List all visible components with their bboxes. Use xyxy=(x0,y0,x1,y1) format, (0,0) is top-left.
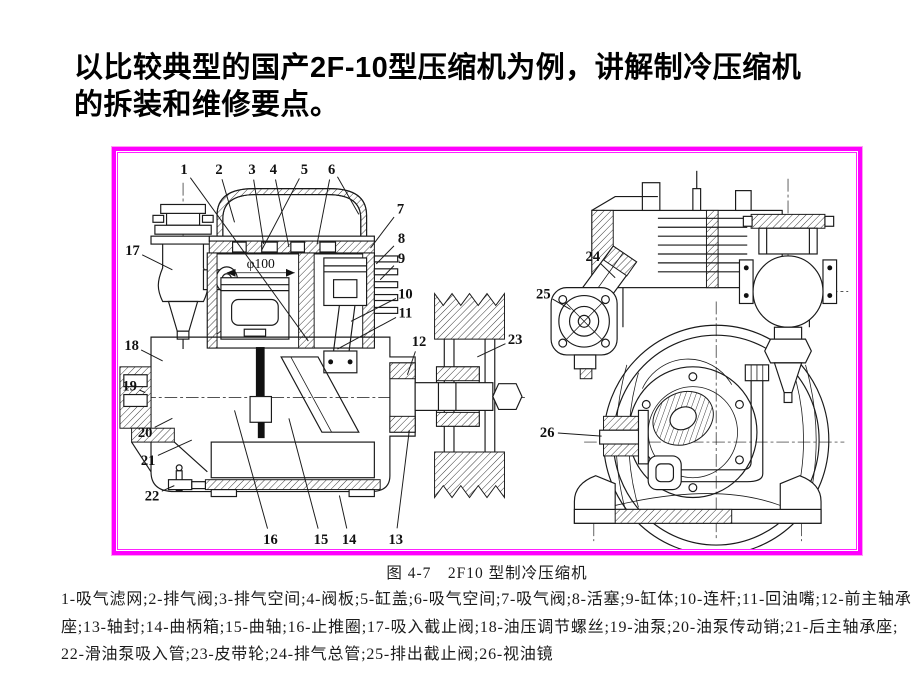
belt-pulley-section xyxy=(434,292,505,500)
callout-extra-leader-0 xyxy=(337,176,360,215)
callout-leader-7 xyxy=(370,216,395,249)
piston xyxy=(220,277,290,340)
callout-number-13: 13 xyxy=(388,532,403,548)
callout-leader-22 xyxy=(161,485,175,492)
callout-number-21: 21 xyxy=(141,453,156,469)
callout-leader-13 xyxy=(396,430,410,529)
callout-leader-11 xyxy=(337,317,397,350)
callout-leader-26 xyxy=(557,432,602,437)
discharge-stop-valve xyxy=(550,287,618,380)
sectional-view: φ100 xyxy=(119,182,526,500)
callout-leader-8 xyxy=(375,245,395,265)
callout-leader-18 xyxy=(140,349,163,362)
callout-number-4: 4 xyxy=(270,162,278,178)
callout-leader-21 xyxy=(157,439,192,456)
callout-leader-20 xyxy=(154,417,173,428)
legend-line-1: 1-吸气滤网;2-排气阀;3-排气空间;4-阀板;5-缸盖;6-吸气空间;7-吸… xyxy=(61,591,912,608)
callout-leader-23 xyxy=(477,343,506,358)
callout-leader-17 xyxy=(141,254,173,271)
bore-dimension-label: φ100 xyxy=(247,256,275,271)
callout-number-2: 2 xyxy=(215,162,222,178)
callout-leader-12 xyxy=(406,351,416,375)
callout-leader-9 xyxy=(379,265,395,281)
callout-number-3: 3 xyxy=(248,162,255,178)
legend-line-3: 22-滑油泵吸入管;23-皮带轮;24-排气总管;25-排出截止阀;26-视油镜 xyxy=(61,646,554,664)
callout-leader-24 xyxy=(600,263,616,279)
callout-number-15: 15 xyxy=(314,532,329,548)
slide-title: 以比较典型的国产2F-10型压缩机为例，讲解制冷压缩机 的拆装和维修要点。 xyxy=(74,50,874,124)
callout-number-24: 24 xyxy=(586,249,601,265)
callout-leader-16 xyxy=(234,410,269,529)
callout-leader-5 xyxy=(261,178,300,251)
suction-stop-valve-side xyxy=(738,213,838,404)
base xyxy=(573,475,822,542)
callout-number-25: 25 xyxy=(536,286,551,302)
callout-leader-6 xyxy=(316,179,331,245)
figure-frame: φ100 xyxy=(111,146,863,556)
callout-leader-4 xyxy=(275,179,290,248)
callout-number-19: 19 xyxy=(122,378,137,394)
callout-number-23: 23 xyxy=(508,332,523,348)
callout-number-9: 9 xyxy=(398,251,405,267)
callout-leader-10 xyxy=(350,297,397,322)
end-view xyxy=(550,170,849,549)
callout-number-1: 1 xyxy=(180,162,187,178)
sight-glass xyxy=(599,409,649,465)
callout-leader-1 xyxy=(189,177,309,342)
figure-caption: 图 4-7 2F10 型制冷压缩机 xyxy=(386,565,588,582)
callout-number-10: 10 xyxy=(398,286,413,302)
callout-leader-3 xyxy=(253,179,265,245)
callout-leader-25 xyxy=(552,298,571,310)
figure-frame-inner: φ100 xyxy=(117,152,857,550)
oil-suction-pipe xyxy=(167,464,206,492)
callout-number-26: 26 xyxy=(540,425,555,441)
valve-plate xyxy=(208,240,375,255)
crankshaft xyxy=(249,347,360,439)
crankcase xyxy=(150,336,416,498)
callout-leader-14 xyxy=(338,495,348,529)
legend-line-2: 座;13-轴封;14-曲柄箱;15-曲轴;16-止推圈;17-吸入截止阀;18-… xyxy=(61,618,899,636)
compressor-diagram: φ100 xyxy=(119,162,849,549)
oil-pump xyxy=(119,366,208,473)
callout-number-7: 7 xyxy=(397,201,404,217)
callout-leader-19 xyxy=(139,389,146,394)
oil-pipe xyxy=(647,364,770,491)
callout-number-18: 18 xyxy=(124,338,139,354)
bore-dimension: φ100 xyxy=(226,256,295,277)
callout-number-17: 17 xyxy=(125,243,140,259)
shaft-end xyxy=(414,382,523,411)
cylinder-head xyxy=(208,188,375,243)
callout-number-12: 12 xyxy=(412,334,427,350)
callout-number-14: 14 xyxy=(342,532,357,548)
figure-legend: 1-吸气滤网;2-排气阀;3-排气空间;4-阀板;5-缸盖;6-吸气空间;7-吸… xyxy=(61,586,912,669)
slide-title-line1: 以比较典型的国产2F-10型压缩机为例，讲解制冷压缩机 xyxy=(74,52,802,84)
callout-number-22: 22 xyxy=(145,488,160,504)
cylinder-block xyxy=(206,252,399,349)
callout-number-8: 8 xyxy=(398,231,405,247)
callout-number-6: 6 xyxy=(328,162,335,178)
crankcase-end-circles xyxy=(602,273,830,549)
callout-number-11: 11 xyxy=(399,305,413,321)
second-piston xyxy=(323,257,368,374)
callout-number-20: 20 xyxy=(138,425,153,441)
callout-leader-2 xyxy=(221,179,235,223)
slide-title-line2: 的拆装和维修要点。 xyxy=(74,89,340,122)
callout-number-5: 5 xyxy=(301,162,308,178)
callout-number-16: 16 xyxy=(263,532,278,548)
callout-leader-15 xyxy=(288,418,319,529)
